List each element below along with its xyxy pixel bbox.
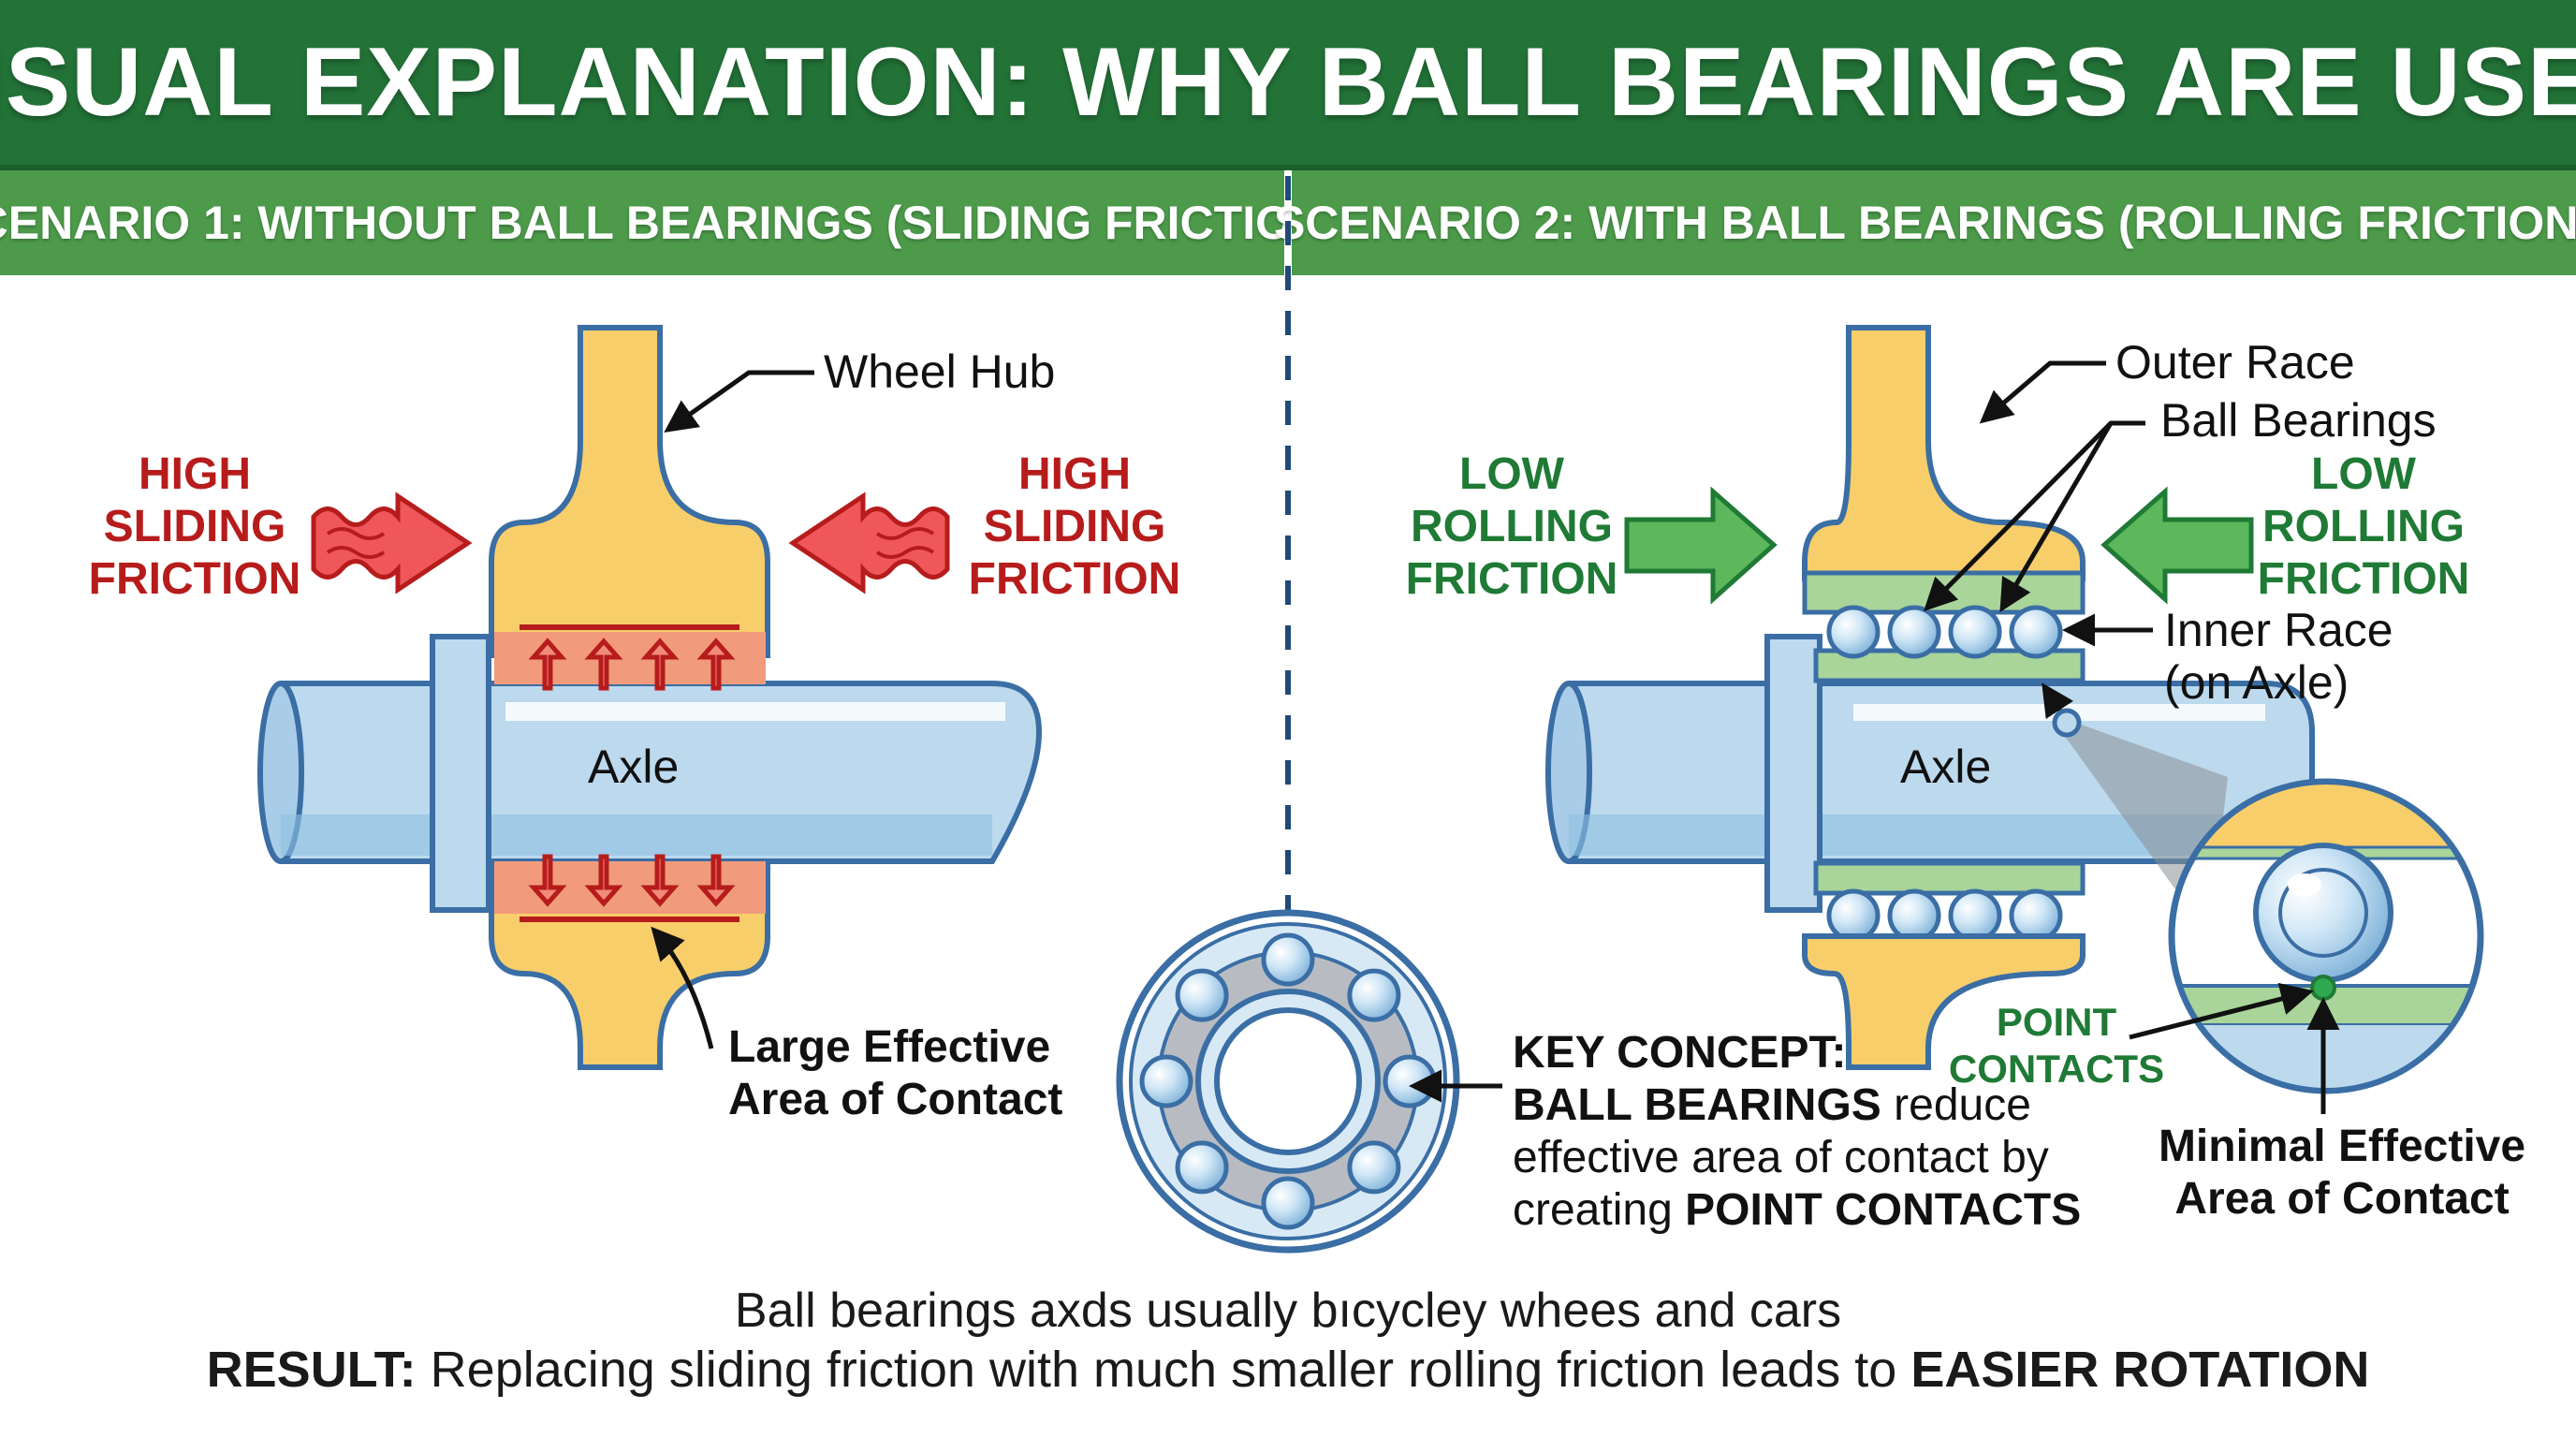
svg-text:HIGH: HIGH — [1018, 449, 1131, 499]
low-friction-left: LOW ROLLING FRICTION — [1406, 449, 1618, 604]
svg-text:POINT: POINT — [1997, 1000, 2117, 1044]
key-concept: KEY CONCEPT: BALL BEARINGS reduce effect… — [1513, 1028, 2081, 1235]
result-suffix: EASIER ROTATION — [1910, 1342, 2370, 1398]
result-statement: RESULT: Replacing sliding friction with … — [0, 1341, 2576, 1399]
svg-text:FRICTION: FRICTION — [89, 554, 301, 604]
svg-text:LOW: LOW — [2311, 449, 2417, 499]
bearing-ball — [1261, 1176, 1315, 1230]
result-prefix: RESULT: — [206, 1342, 417, 1398]
axle-label-left: Axle — [588, 741, 679, 793]
svg-text:FRICTION: FRICTION — [1406, 554, 1618, 604]
svg-text:ROLLING: ROLLING — [1411, 502, 1613, 551]
bearing-ball — [1383, 1054, 1437, 1108]
axle-right — [1545, 634, 2315, 913]
svg-text:CONTACTS: CONTACTS — [1949, 1047, 2164, 1091]
axle-label-right: Axle — [1900, 741, 1991, 793]
point-contacts-label: POINT CONTACTS — [1949, 1000, 2164, 1091]
ball-bearings-label: Ball Bearings — [2160, 394, 2437, 447]
pointer-arrow-icon — [1999, 421, 2114, 613]
scenario1-header-bar: SCENARIO 1: WITHOUT BALL BEARINGS (SLIDI… — [0, 170, 1341, 275]
bearing-ball — [1139, 1054, 1193, 1108]
green-arrow-icon — [1624, 486, 1778, 605]
svg-text:Large Effective: Large Effective — [728, 1022, 1050, 1072]
red-wavy-arrow-icon — [311, 492, 473, 594]
high-friction-left: HIGH SLIDING FRICTION — [89, 449, 301, 604]
red-wavy-arrow-icon — [788, 492, 950, 594]
pointer-arrow-icon — [651, 926, 714, 1049]
svg-text:effective area of contact by: effective area of contact by — [1513, 1133, 2049, 1182]
ball-bearings-bottom — [1826, 888, 2063, 943]
bearing-cross-section-icon — [1116, 909, 1460, 1254]
minimal-contact-label: Minimal Effective Area of Contact — [2159, 1122, 2525, 1224]
svg-text:HIGH: HIGH — [139, 449, 251, 499]
outer-race-top — [1802, 325, 2086, 581]
svg-text:(on Axle): (on Axle) — [2164, 656, 2349, 709]
pointer-arrow-icon — [1979, 360, 2106, 424]
large-contact-label: Large Effective Area of Contact — [728, 1022, 1062, 1124]
svg-text:SLIDING: SLIDING — [984, 502, 1166, 551]
title-bar: VISUAL EXPLANATION: WHY BALL BEARINGS AR… — [0, 0, 2576, 170]
caption-text: Ball bearings axds usually bıcycley whee… — [734, 1284, 1842, 1338]
scenario1-header: SCENARIO 1: WITHOUT BALL BEARINGS (SLIDI… — [0, 197, 1341, 249]
svg-text:BALL BEARINGS reduce: BALL BEARINGS reduce — [1513, 1080, 2031, 1130]
ball-bearings-top — [1826, 605, 2063, 659]
inner-race-bottom — [1813, 860, 2086, 896]
page-title: VISUAL EXPLANATION: WHY BALL BEARINGS AR… — [0, 27, 2576, 137]
bearing-ball — [1261, 932, 1315, 987]
bearing-ball — [1347, 1140, 1401, 1195]
pointer-arrow-icon — [2129, 982, 2314, 1040]
svg-text:LOW: LOW — [1459, 449, 1565, 499]
axle-left — [257, 634, 1043, 913]
outer-race-bottom — [1802, 933, 2086, 1070]
green-arrow-icon — [2100, 486, 2254, 605]
svg-text:creating POINT CONTACTS: creating POINT CONTACTS — [1513, 1185, 2081, 1235]
svg-text:Minimal Effective: Minimal Effective — [2159, 1122, 2525, 1171]
pressure-arrows-up — [528, 638, 736, 691]
svg-text:KEY CONCEPT:: KEY CONCEPT: — [1513, 1028, 1847, 1078]
scenario2-header-bar: SCENARIO 2: WITH BALL BEARINGS (ROLLING … — [1274, 170, 2576, 275]
scenario1-drawing — [257, 325, 1043, 1070]
bearing-ball — [1347, 968, 1401, 1022]
low-friction-right: LOW ROLLING FRICTION — [2258, 449, 2470, 604]
inner-race-label: Inner Race (on Axle) — [2164, 604, 2393, 709]
svg-text:Inner Race: Inner Race — [2164, 604, 2393, 656]
scenario2-header: SCENARIO 2: WITH BALL BEARINGS (ROLLING … — [1273, 197, 2576, 249]
bearing-ball — [1175, 1140, 1229, 1195]
bearing-ball — [1175, 968, 1229, 1022]
result-middle: Replacing sliding friction with much sma… — [416, 1342, 1911, 1398]
svg-text:SLIDING: SLIDING — [104, 502, 286, 551]
svg-text:ROLLING: ROLLING — [2262, 502, 2465, 551]
outer-race-label: Outer Race — [2115, 336, 2355, 389]
pointer-arrow-icon — [664, 370, 814, 433]
high-friction-right: HIGH SLIDING FRICTION — [969, 449, 1181, 604]
svg-text:FRICTION: FRICTION — [2258, 554, 2470, 604]
svg-text:Area of Contact: Area of Contact — [2174, 1174, 2509, 1224]
svg-text:Area of Contact: Area of Contact — [728, 1075, 1062, 1124]
pressure-arrows-down — [528, 854, 736, 907]
svg-text:FRICTION: FRICTION — [969, 554, 1181, 604]
wheel-hub-top — [489, 325, 770, 658]
wheel-hub-label: Wheel Hub — [824, 345, 1055, 398]
